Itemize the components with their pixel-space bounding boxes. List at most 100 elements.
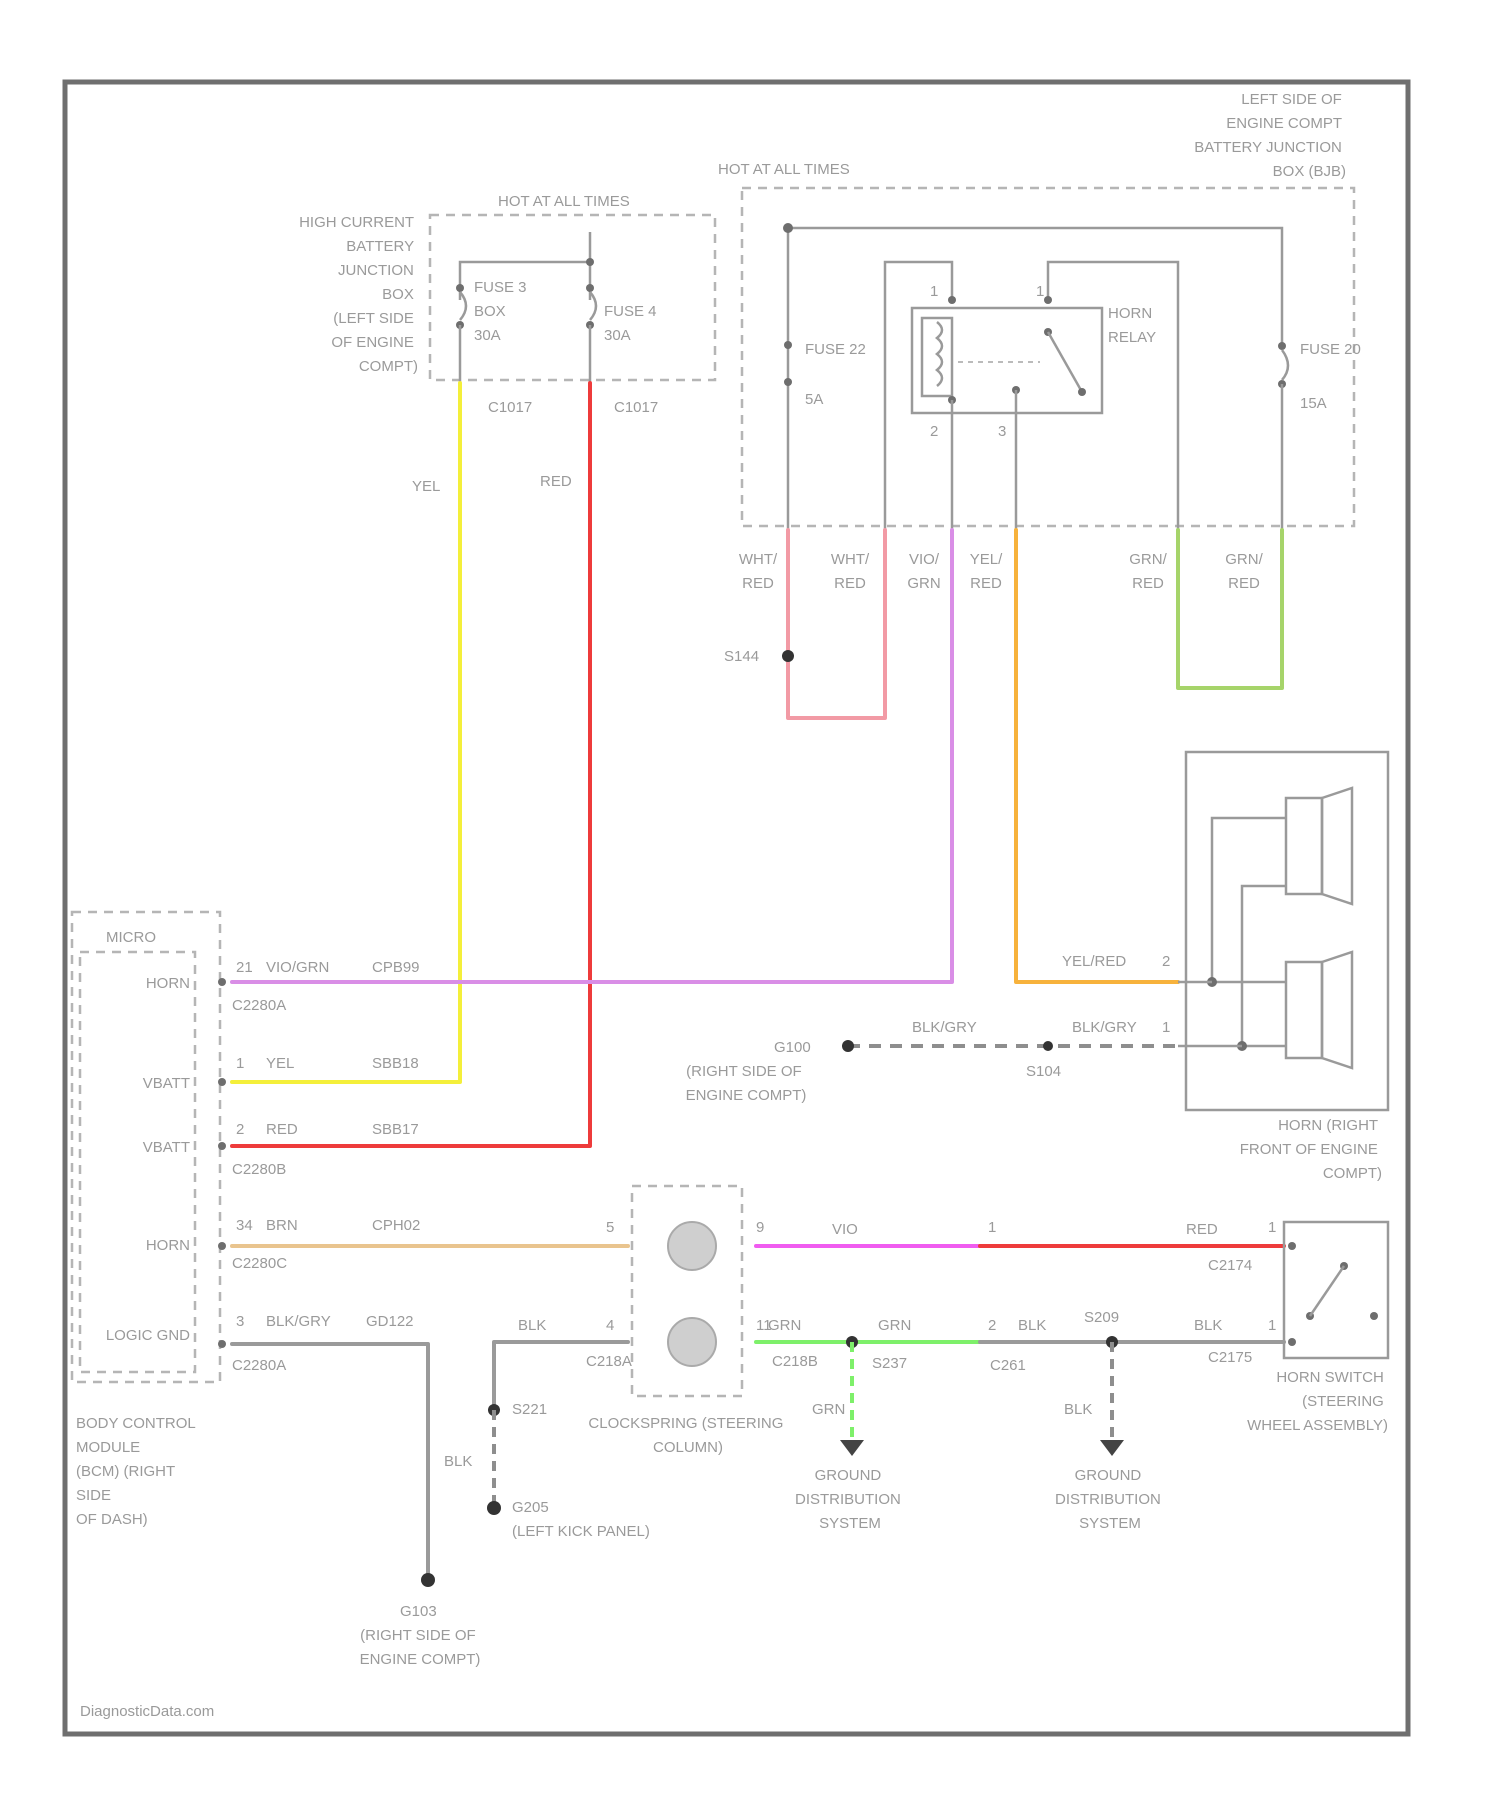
watermark: DiagnosticData.com xyxy=(80,1703,214,1720)
bcm-pin-color-0: VIO/GRN xyxy=(266,959,329,976)
bcm-pin-num-0: 21 xyxy=(236,959,253,976)
wire-grn3-label: GRN xyxy=(812,1401,845,1418)
red-wire xyxy=(232,383,590,1146)
bcm-pin-color-4: BLK/GRY xyxy=(266,1313,331,1330)
horn-label: HORN (RIGHT FRONT OF ENGINE COMPT) xyxy=(1240,1117,1382,1182)
s104-label: S104 xyxy=(1026,1063,1061,1080)
bcm-pin-circuit-4: GD122 xyxy=(366,1313,414,1330)
g103-ground xyxy=(421,1573,435,1587)
bcm-pin-conn-2: C2280B xyxy=(232,1161,286,1178)
bcm-pin-name-0: HORN xyxy=(146,975,190,992)
c218b-label: C218B xyxy=(772,1353,818,1370)
wire-label-1: WHT/RED xyxy=(739,551,778,592)
clockspring-rotor-1 xyxy=(668,1222,716,1270)
horn-wire-yel-red: YEL/RED xyxy=(1062,953,1126,970)
c261-label: C261 xyxy=(990,1357,1026,1374)
fuse-3-label: FUSE 3 BOX 30A xyxy=(474,279,531,344)
clockspring-rotor-2 xyxy=(668,1318,716,1366)
c1017-left: C1017 xyxy=(488,399,532,416)
wire-blk2-label: BLK xyxy=(444,1453,472,1470)
yel-red-wire xyxy=(1016,530,1178,982)
bcm-label: BODY CONTROL MODULE (BCM) (RIGHT SIDE OF… xyxy=(76,1415,199,1528)
yel-wire-label: YEL xyxy=(412,478,440,495)
hot-at-all-times-left: HOT AT ALL TIMES xyxy=(498,193,630,210)
wire-blk1-label: BLK xyxy=(518,1317,546,1334)
pin-sw2-label: 1 xyxy=(1268,1317,1276,1334)
body-control-module: MICRO HORN VBATT VBATT HORN LOGIC GND 21… xyxy=(72,912,420,1528)
fuse-20-label: FUSE 20 xyxy=(1300,341,1361,358)
horn-wire-blk-gry-1: BLK/GRY xyxy=(1072,1019,1137,1036)
s237-label: S237 xyxy=(872,1355,907,1372)
logic-ground-wire xyxy=(232,1344,428,1576)
bcm-pin-circuit-0: CPB99 xyxy=(372,959,420,976)
clockspring-pin-5: 5 xyxy=(606,1219,614,1236)
wire-grn2-label: GRN xyxy=(878,1317,911,1334)
pin-sw1-label: 1 xyxy=(1268,1219,1276,1236)
bcm-pin-num-3: 34 xyxy=(236,1217,253,1234)
red-wire-label: RED xyxy=(540,473,572,490)
bjb-output-wires: WHT/RED WHT/RED VIO/GRN YEL/RED GRN/RED … xyxy=(724,530,1282,718)
gds1-label: GROUND DISTRIBUTION SYSTEM xyxy=(795,1467,905,1532)
fuse-22-amp: 5A xyxy=(805,391,823,408)
g205-location: (LEFT KICK PANEL) xyxy=(512,1523,650,1540)
svg-text:1: 1 xyxy=(930,283,938,300)
bcm-pin-name-1: VBATT xyxy=(143,1075,190,1092)
ground-arrow-1 xyxy=(840,1440,864,1456)
high-current-junction-box: HOT AT ALL TIMES HIGH CURRENT BATTERY JU… xyxy=(299,193,715,416)
fuse-4-label: FUSE 4 30A xyxy=(604,303,661,344)
bcm-pin-conn-3: C2280C xyxy=(232,1255,287,1272)
horn-switch-box xyxy=(1284,1222,1388,1358)
main-wires: YEL RED xyxy=(232,383,1178,1146)
horn-relay-label: HORN RELAY xyxy=(1108,305,1156,346)
fuse-20-amp: 15A xyxy=(1300,395,1327,412)
bjb-label: LEFT SIDE OF ENGINE COMPT BATTERY JUNCTI… xyxy=(1194,91,1346,180)
clockspring-label: CLOCKSPRING (STEERING COLUMN) xyxy=(588,1415,787,1456)
horn-wire-blk-gry-2: BLK/GRY xyxy=(912,1019,977,1036)
splice-s144-label: S144 xyxy=(724,648,759,665)
wire-vio-label: VIO xyxy=(832,1221,858,1238)
hcbj-outline xyxy=(430,215,715,380)
bcm-pin-num-4: 3 xyxy=(236,1313,244,1330)
pin-c2-label: 2 xyxy=(988,1317,996,1334)
ground-blk-label: BLK xyxy=(1064,1401,1092,1418)
g205-label: G205 xyxy=(512,1499,549,1516)
bcm-pin-circuit-2: SBB17 xyxy=(372,1121,419,1138)
bcm-pin-num-2: 2 xyxy=(236,1121,244,1138)
c2175-label: C2175 xyxy=(1208,1349,1252,1366)
bcm-pin-circuit-1: SBB18 xyxy=(372,1055,419,1072)
bcm-pin-name-4: LOGIC GND xyxy=(106,1327,190,1344)
fuse-22-label: FUSE 22 xyxy=(805,341,866,358)
relay-contact xyxy=(1048,332,1082,392)
svg-text:2: 2 xyxy=(930,423,938,440)
bcm-pin-conn-4: C2280A xyxy=(232,1357,286,1374)
pin-c1-label: 1 xyxy=(988,1219,996,1236)
wire-blk4-label: BLK xyxy=(1194,1317,1222,1334)
bcm-pin-name-3: HORN xyxy=(146,1237,190,1254)
wire-label-5: GRN/RED xyxy=(1129,551,1167,592)
g100-ground xyxy=(842,1040,854,1052)
g103-label: G103 xyxy=(400,1603,437,1620)
horn-pin-1: 1 xyxy=(1162,1019,1170,1036)
bcm-pin-color-3: BRN xyxy=(266,1217,298,1234)
horn-pin-2: 2 xyxy=(1162,953,1170,970)
c218a-label: C218A xyxy=(586,1353,632,1370)
svg-text:3: 3 xyxy=(998,423,1006,440)
bcm-pin-color-1: YEL xyxy=(266,1055,294,1072)
g103-location: (RIGHT SIDE OF ENGINE COMPT) xyxy=(360,1627,481,1668)
g100-label: G100 xyxy=(774,1039,811,1056)
g205-ground xyxy=(487,1501,501,1515)
wire-label-2: WHT/RED xyxy=(831,551,870,592)
wire-blk3-label: BLK xyxy=(1018,1317,1046,1334)
wire-label-3: VIO/GRN xyxy=(907,551,940,592)
bcm-pin-num-1: 1 xyxy=(236,1055,244,1072)
relay-coil xyxy=(922,318,952,396)
g100-location: (RIGHT SIDE OF ENGINE COMPT) xyxy=(686,1063,807,1104)
bcm-pin-color-2: RED xyxy=(266,1121,298,1138)
horn-switch-label: HORN SWITCH (STEERING WHEEL ASSEMBLY) xyxy=(1247,1369,1388,1434)
hot-at-all-times-right: HOT AT ALL TIMES xyxy=(718,161,850,178)
battery-junction-box: HOT AT ALL TIMES LEFT SIDE OF ENGINE COM… xyxy=(718,91,1361,530)
splice-s144 xyxy=(782,650,794,662)
wire-label-4: YEL/RED xyxy=(970,551,1003,592)
horn-assembly: 2 1 YEL/RED BLK/GRY BLK/GRY HORN (RIGHT … xyxy=(686,752,1388,1182)
